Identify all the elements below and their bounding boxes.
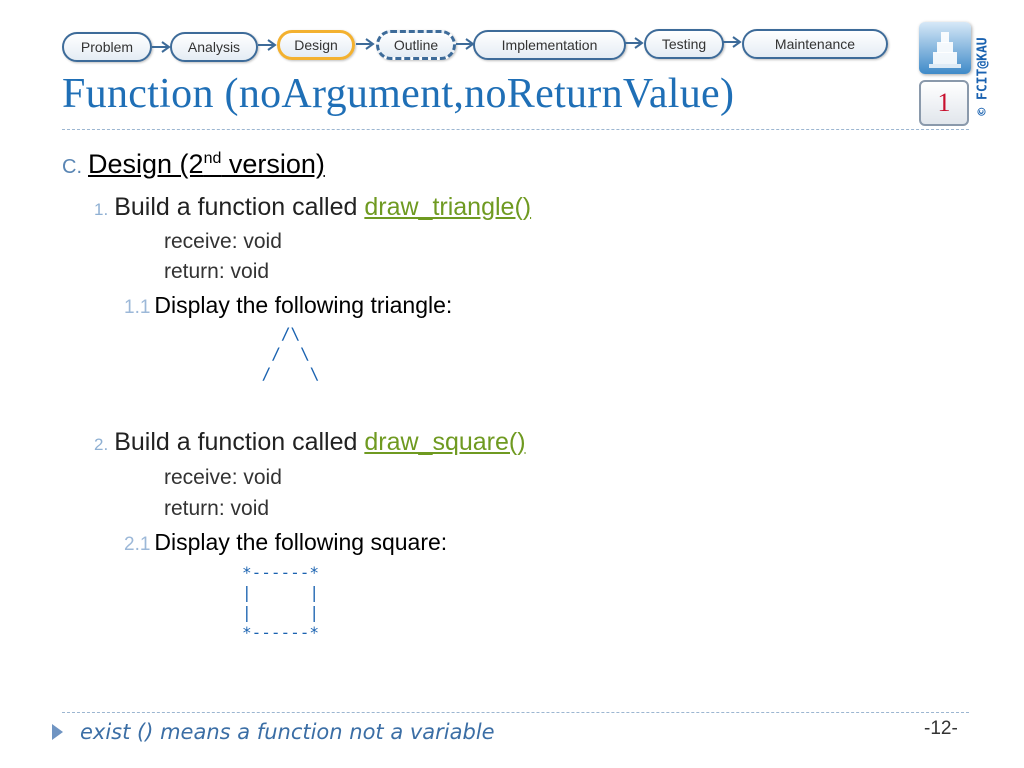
university-logo-icon	[919, 22, 971, 74]
item-text: Build a function called	[114, 193, 365, 221]
step-outline[interactable]: Outline	[376, 30, 456, 60]
triangle-art: /\ / \ / \	[261, 324, 320, 383]
item-number: 1.	[94, 200, 109, 219]
sub-item-text: Display the following triangle:	[154, 292, 453, 318]
section-title-start: Design (2	[88, 149, 204, 179]
arrow-right-icon	[356, 38, 375, 50]
step-label: Analysis	[187, 39, 241, 55]
arrow-right-icon	[152, 41, 171, 53]
section-title-end: version)	[221, 149, 325, 179]
sub-item-number: 1.1	[124, 297, 151, 318]
step-label: Outline	[393, 37, 439, 53]
section-number: C.	[62, 156, 82, 178]
arrow-right-icon	[258, 39, 277, 51]
step-problem[interactable]: Problem	[62, 32, 152, 62]
square-art: *------* | | | | *------*	[242, 563, 320, 642]
section-title: Design (2nd version)	[88, 149, 325, 179]
step-label: Implementation	[501, 37, 598, 53]
process-nav: Problem Analysis Design Outline Implemen…	[0, 0, 1024, 70]
list-item: 1. Build a function called draw_triangle(…	[94, 193, 531, 222]
arrow-right-icon	[625, 37, 644, 49]
receive-text: receive: void	[164, 230, 282, 253]
list-item: 2. Build a function called draw_square()	[94, 428, 526, 457]
step-design[interactable]: Design	[277, 30, 355, 60]
copyright-text: © FCIT@KAU	[975, 36, 991, 116]
function-name: draw_square()	[364, 428, 526, 456]
return-text: return: void	[164, 260, 270, 283]
step-label: Maintenance	[774, 36, 856, 52]
step-label: Design	[294, 37, 338, 53]
arrow-right-icon	[723, 36, 742, 48]
footer-note: exist () means a function not a variable	[80, 720, 495, 744]
section-badge: 1	[919, 80, 969, 126]
function-name: draw_triangle()	[364, 193, 532, 221]
slide-title: Function (noArgument,noReturnValue)	[62, 71, 735, 117]
copyright-label: © FCIT@KAU	[974, 24, 992, 128]
step-maintenance[interactable]: Maintenance	[742, 29, 888, 59]
sub-item-text: Display the following square:	[154, 529, 448, 555]
step-analysis[interactable]: Analysis	[170, 32, 258, 62]
step-testing[interactable]: Testing	[644, 29, 724, 59]
section-badge-number: 1	[937, 88, 951, 117]
step-label: Problem	[80, 39, 134, 55]
return-text: return: void	[164, 497, 270, 520]
item-text: Build a function called	[114, 428, 365, 456]
title-separator	[62, 129, 969, 130]
triangle-bullet-icon	[52, 724, 63, 740]
sub-item-number: 2.1	[124, 534, 151, 555]
item-number: 2.	[94, 435, 109, 454]
section-heading: C. Design (2nd version)	[62, 149, 325, 180]
page-number: -12-	[924, 718, 958, 739]
step-implementation[interactable]: Implementation	[473, 30, 626, 60]
step-label: Testing	[661, 36, 707, 52]
footer-separator	[62, 712, 969, 713]
section-title-sup: nd	[203, 150, 222, 167]
receive-text: receive: void	[164, 466, 282, 489]
